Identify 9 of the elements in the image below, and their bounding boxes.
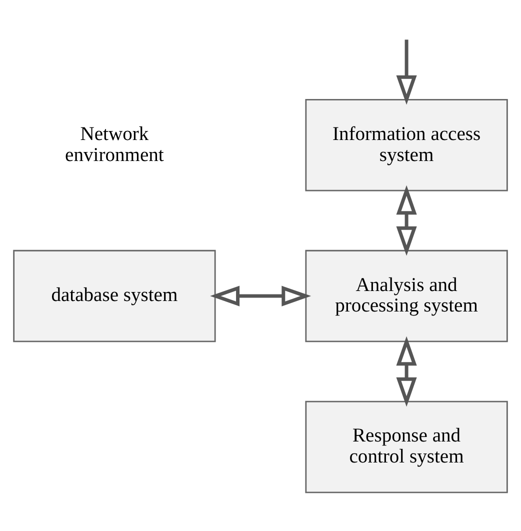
arrow [210, 286, 312, 306]
arrow [396, 40, 417, 105]
node-box: Information access system [305, 99, 508, 192]
node-box: Analysis and processing system [305, 250, 508, 342]
node-box: database system [13, 250, 216, 342]
node-box: Response and control system [305, 400, 508, 494]
label: Network environment [65, 124, 164, 166]
arrow [396, 336, 417, 407]
arrow [396, 185, 417, 256]
